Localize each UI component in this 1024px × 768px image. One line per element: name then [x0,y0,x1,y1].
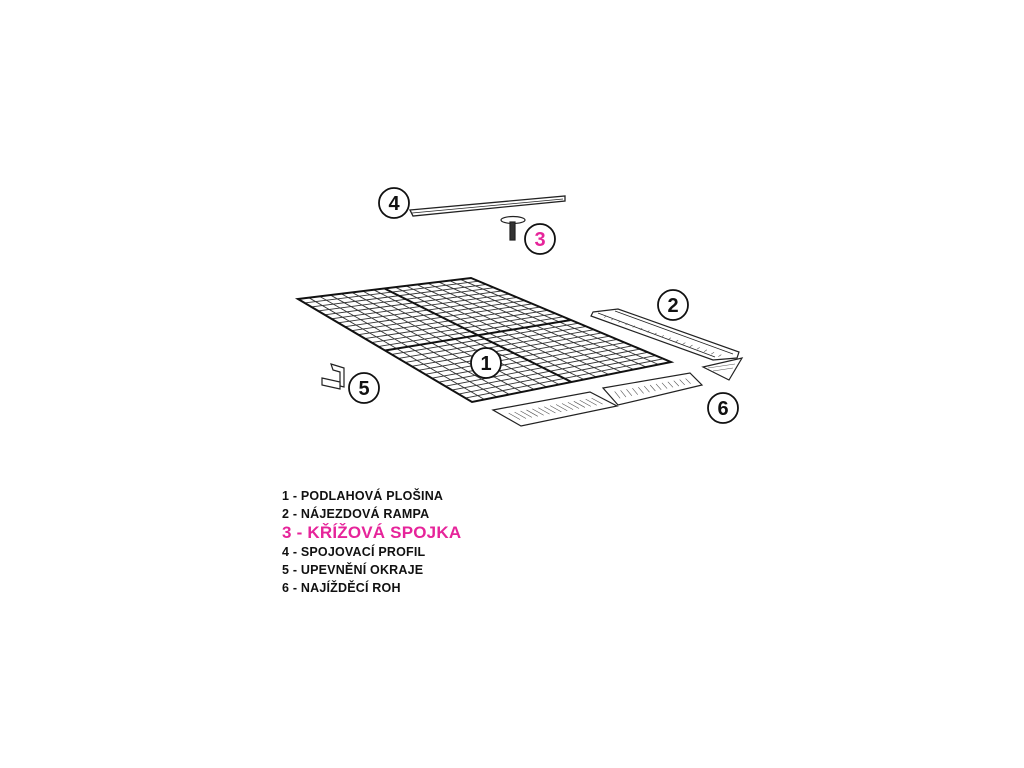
entry-corner [701,357,744,381]
front-ramp-right [601,372,704,406]
callout-3-label: 3 [534,229,545,251]
legend-item-6: 6 - NAJÍŽDĚCÍ ROH [282,581,401,595]
cross-connector [500,215,526,241]
callout-3: 3 [524,223,556,255]
callout-6-label: 6 [717,398,728,420]
connecting-profile [408,195,566,217]
floor-platform [294,276,675,404]
parts-legend: 1 - PODLAHOVÁ PLOŠINA 2 - NÁJEZDOVÁ RAMP… [282,487,461,597]
front-ramp-left [491,391,619,427]
callout-6: 6 [707,392,739,424]
callout-4: 4 [378,187,410,219]
callout-2: 2 [657,289,689,321]
callout-5: 5 [348,372,380,404]
legend-item-1: 1 - PODLAHOVÁ PLOŠINA [282,489,444,503]
edge-fastener [321,363,345,390]
legend-item-3: 3 - KŘÍŽOVÁ SPOJKA [282,523,462,542]
legend-item-4: 4 - SPOJOVACÍ PROFIL [282,545,426,559]
callout-1: 1 [470,347,502,379]
legend-item-5: 5 - UPEVNĚNÍ OKRAJE [282,563,424,577]
callout-2-label: 2 [667,295,678,317]
entry-ramp [590,308,740,361]
legend-item-2: 2 - NÁJEZDOVÁ RAMPA [282,507,430,521]
callout-1-label: 1 [480,353,491,375]
callout-4-label: 4 [388,193,400,215]
callout-5-label: 5 [358,378,369,400]
